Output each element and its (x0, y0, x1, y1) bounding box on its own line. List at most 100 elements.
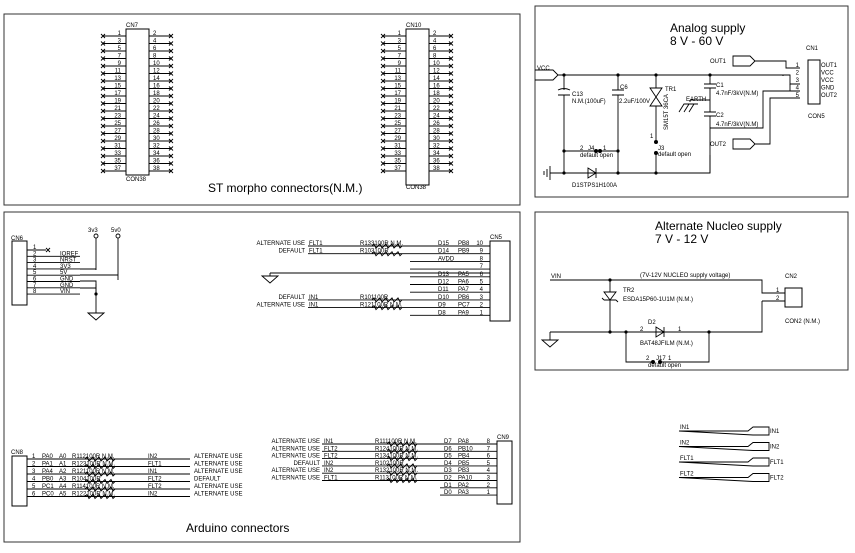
no-connect-icon (448, 56, 454, 61)
no-connect-icon (448, 168, 454, 174)
cn9-pin-num: 5 (487, 461, 491, 467)
no-connect-icon (100, 41, 106, 46)
no-connect-icon (448, 116, 454, 121)
no-connect-icon (100, 123, 106, 129)
cn9-arduino-pin: D7 (444, 439, 452, 445)
cn10-pin-label: 29 (394, 136, 401, 142)
cn9-arduino-pin: D3 (444, 468, 452, 474)
no-connect-icon (448, 123, 454, 129)
resistor-icon (371, 243, 403, 249)
net-port-label: FLT2 (770, 476, 784, 482)
cn9-net: FLT2 (324, 446, 338, 452)
cn8-net: FLT1 (148, 462, 162, 468)
cn7-pin-label: 32 (153, 144, 160, 150)
cn1-pin-num: 3 (796, 78, 800, 84)
cn5-pin-num: 8 (480, 256, 484, 262)
no-connect-icon (168, 63, 174, 69)
cn10-pin-label: 1 (398, 31, 402, 37)
cn7-pin-label: 29 (114, 136, 121, 142)
cn5-use: DEFAULT (278, 249, 305, 255)
cn5-use: ALTERNATE USE (257, 303, 305, 309)
cn8-use: ALTERNATE USE (194, 484, 242, 490)
cn9-use: ALTERNATE USE (272, 439, 320, 445)
cn7-pin-label: 16 (153, 84, 160, 90)
nucleo-note: (7V-12V NUCLEO supply voltage) (640, 273, 730, 279)
no-connect-icon (380, 71, 386, 76)
cn7-pin-label: 21 (114, 106, 121, 112)
cn7-pin-label: 5 (118, 46, 122, 52)
cn5-body (489, 240, 511, 322)
no-connect-icon (100, 161, 106, 166)
cn5-pin-num: 4 (480, 287, 484, 293)
no-connect-icon (448, 146, 454, 151)
cn9-port: PB3 (458, 468, 470, 474)
no-connect-icon (100, 56, 106, 61)
rail-5v0-label: 5v0 (111, 228, 121, 234)
cn8-port: PC0 (42, 492, 54, 498)
cn9-pin-num: 1 (487, 490, 491, 496)
no-connect-icon (168, 41, 174, 46)
no-connect-icon (168, 146, 174, 151)
cn7-pin-label: 7 (118, 54, 122, 60)
cn8-net: FLT2 (148, 477, 162, 483)
cn10-pin-label: 16 (433, 84, 440, 90)
resistor-icon (84, 486, 116, 492)
tr1-ref: TR1 (665, 87, 677, 93)
no-connect-icon (448, 93, 454, 99)
cn5-port: PB6 (458, 295, 470, 301)
cn6-pin-name: NRST (60, 258, 77, 264)
cn8-port: PB0 (42, 477, 54, 483)
cn8-resistor: R122100R N.M. (72, 492, 115, 498)
cn9-port: PA2 (458, 483, 470, 489)
cn9-pin-num: 8 (487, 439, 491, 445)
net-port-icon (678, 473, 770, 482)
cn8-net: FLT2 (148, 484, 162, 490)
net-port-label: IN1 (770, 429, 780, 435)
j17-ref: J17 (656, 356, 666, 362)
resistor-icon (386, 463, 418, 469)
cn7-pin-label: 33 (114, 151, 121, 157)
cn5-arduino-pin: D11 (438, 287, 449, 293)
cn9-port: PB5 (458, 461, 470, 467)
arduino-frame (3, 211, 521, 543)
resistor-icon (386, 470, 418, 476)
cn7-pin-label: 22 (153, 106, 160, 112)
out2-label: OUT2 (710, 142, 727, 148)
cn2-body (784, 287, 803, 308)
gnd-wire (710, 90, 800, 129)
j4-pin1 (598, 149, 602, 153)
no-connect-icon (448, 41, 454, 46)
no-connect-icon (448, 161, 454, 166)
resistor-icon (371, 304, 403, 311)
cn10-pin-label: 28 (433, 129, 440, 135)
no-connect-icon (168, 33, 174, 39)
no-connect-icon (380, 41, 386, 46)
cn7-pin-label: 12 (153, 69, 160, 75)
no-connect-icon (100, 131, 106, 136)
no-connect-icon (100, 116, 106, 121)
cn10-pin-label: 4 (433, 39, 437, 45)
cn9-net: FLT1 (324, 476, 338, 482)
no-connect-icon (168, 71, 174, 76)
cn9-arduino-pin: D2 (444, 476, 452, 482)
cn5-resistor: R103100R (360, 249, 389, 255)
cn6-power-wires (86, 238, 119, 321)
arduino-title: Arduino connectors (186, 521, 289, 535)
cn8-net: IN1 (148, 469, 158, 475)
cn1-pin-num: 2 (796, 71, 800, 77)
cn9-pin-num: 7 (487, 446, 491, 452)
c13-value: N.M.(100uF) (572, 99, 606, 105)
tr2-symbol (601, 280, 619, 332)
cn5-pin-num: 9 (480, 249, 484, 255)
out1-wire (755, 60, 800, 69)
cn5-pin-num: 6 (480, 272, 484, 278)
cn5-port: PA5 (458, 272, 470, 278)
no-connect-icon (168, 108, 174, 114)
cn9-port: PA3 (458, 490, 470, 496)
cn8-pin-num: 5 (32, 484, 36, 490)
analog-title-line1: Analog supply (670, 21, 745, 35)
cn7-pin-label: 10 (153, 61, 160, 67)
cn8-arduino-pin: A1 (59, 462, 67, 468)
cn1-pin-num: 4 (796, 86, 800, 92)
cn5-port: PB9 (458, 249, 470, 255)
